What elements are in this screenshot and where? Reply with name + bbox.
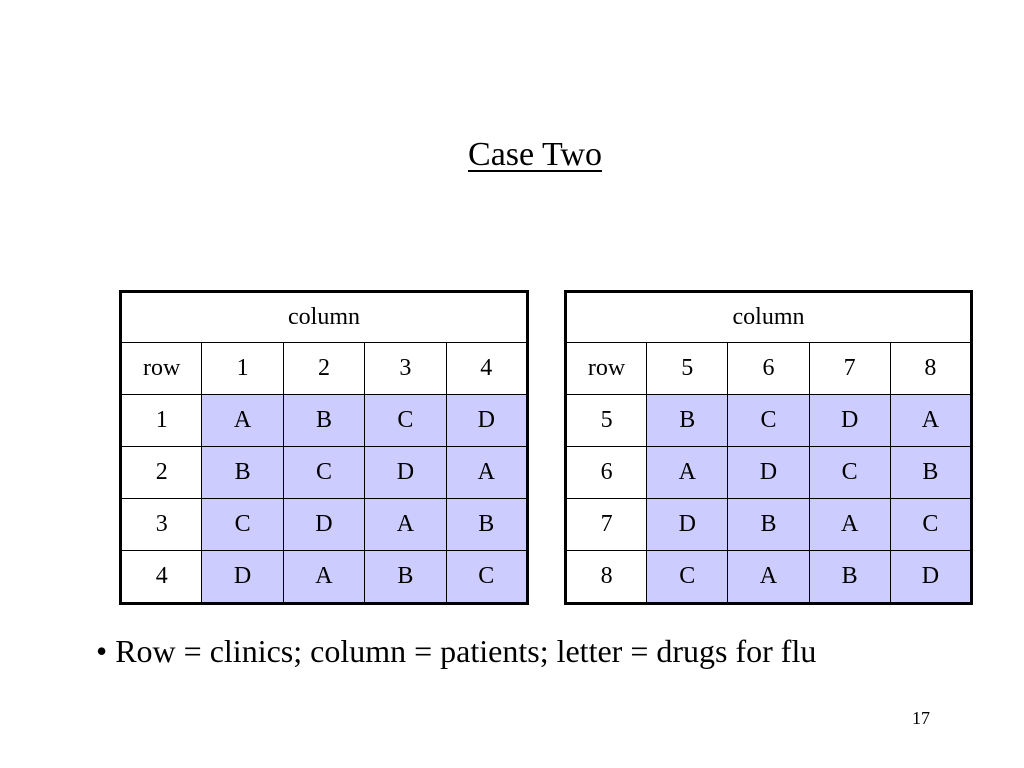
treatment-cell: A <box>445 446 529 499</box>
column-index: 7 <box>808 342 891 395</box>
treatment-cell: B <box>364 550 447 604</box>
treatment-cell: D <box>364 446 447 499</box>
table-row: 7 D B A C <box>564 498 973 551</box>
latin-square-table-left: column row 1 2 3 4 1 A B C D 2 B C D A 3… <box>119 290 529 605</box>
treatment-cell: C <box>282 446 366 499</box>
row-index: 1 <box>119 394 203 447</box>
column-index: 3 <box>364 342 447 395</box>
bullet-icon: • <box>96 633 108 669</box>
table-row: 6 A D C B <box>564 446 973 499</box>
treatment-cell: B <box>808 550 891 604</box>
column-index: 1 <box>201 342 284 395</box>
treatment-cell: A <box>889 394 973 447</box>
treatment-cell: C <box>646 550 729 604</box>
treatment-cell: D <box>727 446 810 499</box>
treatment-cell: C <box>889 498 973 551</box>
column-header: column <box>120 291 528 343</box>
column-index: 6 <box>727 342 810 395</box>
row-index: 3 <box>119 498 203 551</box>
table-row: 3 C D A B <box>119 498 529 551</box>
caption-text: Row = clinics; column = patients; letter… <box>115 633 817 669</box>
row-header: row <box>119 342 203 395</box>
row-header: row <box>564 342 648 395</box>
table-row: 4 D A B C <box>119 550 529 604</box>
column-index: 8 <box>889 342 973 395</box>
treatment-cell: B <box>889 446 973 499</box>
treatment-cell: A <box>727 550 810 604</box>
row-index: 6 <box>564 446 648 499</box>
row-index: 7 <box>564 498 648 551</box>
row-index: 4 <box>119 550 203 604</box>
treatment-cell: B <box>646 394 729 447</box>
treatment-cell: D <box>646 498 729 551</box>
treatment-cell: B <box>282 394 366 447</box>
treatment-cell: D <box>808 394 891 447</box>
page-number: 17 <box>912 708 930 728</box>
treatment-cell: B <box>727 498 810 551</box>
row-index: 8 <box>564 550 648 604</box>
column-index: 4 <box>445 342 529 395</box>
treatment-cell: A <box>364 498 447 551</box>
treatment-cell: B <box>445 498 529 551</box>
treatment-cell: D <box>201 550 284 604</box>
table-row: 8 C A B D <box>564 550 973 604</box>
treatment-cell: B <box>201 446 284 499</box>
table-row: 2 B C D A <box>119 446 529 499</box>
table-row: 5 B C D A <box>564 394 973 447</box>
treatment-cell: A <box>808 498 891 551</box>
treatment-cell: D <box>889 550 973 604</box>
table-row: 1 A B C D <box>119 394 529 447</box>
treatment-cell: D <box>282 498 366 551</box>
row-index: 5 <box>564 394 648 447</box>
treatment-cell: A <box>201 394 284 447</box>
treatment-cell: C <box>201 498 284 551</box>
treatment-cell: C <box>364 394 447 447</box>
column-index: 2 <box>282 342 366 395</box>
caption-bullet-point: •Row = clinics; column = patients; lette… <box>96 633 816 670</box>
column-header: column <box>565 291 972 343</box>
treatment-cell: A <box>646 446 729 499</box>
treatment-cell: C <box>445 550 529 604</box>
treatment-cell: D <box>445 394 529 447</box>
treatment-cell: C <box>808 446 891 499</box>
row-index: 2 <box>119 446 203 499</box>
latin-square-table-right: column row 5 6 7 8 5 B C D A 6 A D C B 7… <box>564 290 973 605</box>
slide-title: Case Two <box>468 136 602 173</box>
treatment-cell: C <box>727 394 810 447</box>
treatment-cell: A <box>282 550 366 604</box>
column-index: 5 <box>646 342 729 395</box>
